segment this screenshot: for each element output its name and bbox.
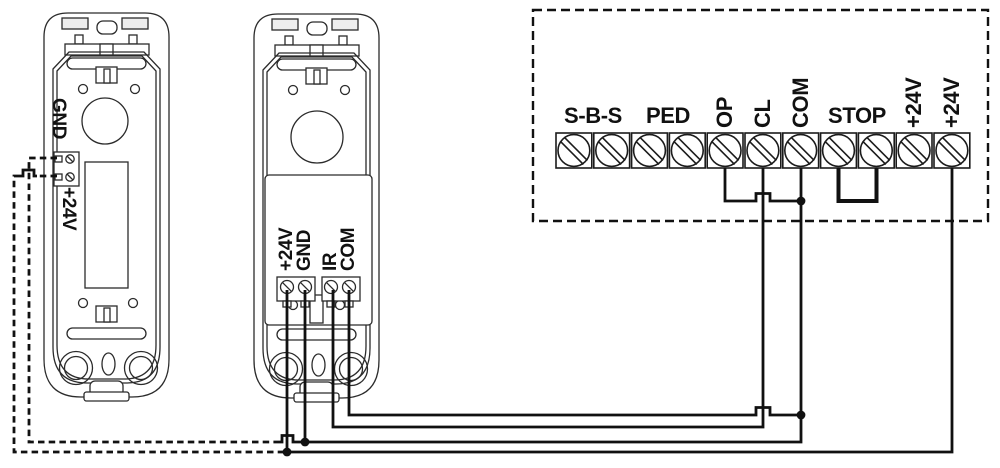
- terminal-ped-1: [630, 132, 669, 169]
- tx-pcb-slot: [84, 161, 129, 289]
- wire-com-main: [305, 168, 803, 444]
- terminal-sbs-1: [555, 132, 593, 169]
- junction-24v: [282, 447, 292, 457]
- rx-lens-circle: [290, 110, 344, 164]
- terminal-op: [706, 132, 744, 169]
- board-label-24v-left: +24V: [901, 77, 926, 128]
- board-label-op: OP: [712, 97, 737, 128]
- tx-lens-circle: [81, 97, 129, 145]
- wire-24v-main: [284, 168, 954, 454]
- wire-rx-com-to-com: [347, 290, 801, 417]
- wire-cl-to-ir: [331, 168, 765, 429]
- terminal-sbs-2: [592, 132, 631, 169]
- terminal-24v-2: [933, 132, 971, 169]
- terminal-com: [781, 132, 820, 169]
- board-label-24v-right: +24V: [939, 77, 964, 128]
- terminal-24v-1: [895, 132, 933, 169]
- control-board-outline: [531, 8, 990, 223]
- tx-terminal-label-gnd: GND: [48, 98, 69, 140]
- junction-rxcom-com: [796, 410, 806, 420]
- board-label-sbs: S-B-S: [564, 103, 622, 128]
- dashed-wires: [12, 156, 283, 454]
- wire-tx-24v-hop: [20, 168, 37, 178]
- terminal-stop-1: [819, 132, 858, 169]
- terminal-ped-2: [668, 132, 707, 169]
- board-label-com: COM: [788, 77, 813, 128]
- terminal-strip: [555, 132, 971, 169]
- rx-terminal-label-gnd: GND: [294, 229, 315, 271]
- wire-tx-gnd-dashed: [27, 156, 277, 444]
- junction-op-com: [796, 196, 806, 206]
- junction-dots: [282, 196, 806, 457]
- wires: [12, 156, 954, 454]
- wire-gnd-hop: [277, 434, 303, 444]
- tx-terminal-block: [53, 151, 80, 187]
- terminal-stop-2: [857, 132, 896, 169]
- board-label-stop: STOP: [828, 103, 886, 128]
- wire-op-to-com: [723, 168, 801, 203]
- tx-terminal-label-24v: +24V: [58, 187, 79, 231]
- photocell-receiver-drawing: [253, 13, 380, 403]
- rx-terminal-label-com: COM: [338, 227, 359, 271]
- terminal-cl: [744, 132, 782, 169]
- junction-gnd-com: [300, 437, 310, 447]
- wire-stop-jumper: [836, 168, 879, 203]
- photocell-transmitter-drawing: [43, 12, 170, 402]
- rx-terminal-block-relay: [321, 276, 361, 308]
- wire-tx-24v-dashed-b: [12, 174, 283, 454]
- board-label-cl: CL: [750, 99, 775, 128]
- board-label-ped: PED: [645, 103, 691, 128]
